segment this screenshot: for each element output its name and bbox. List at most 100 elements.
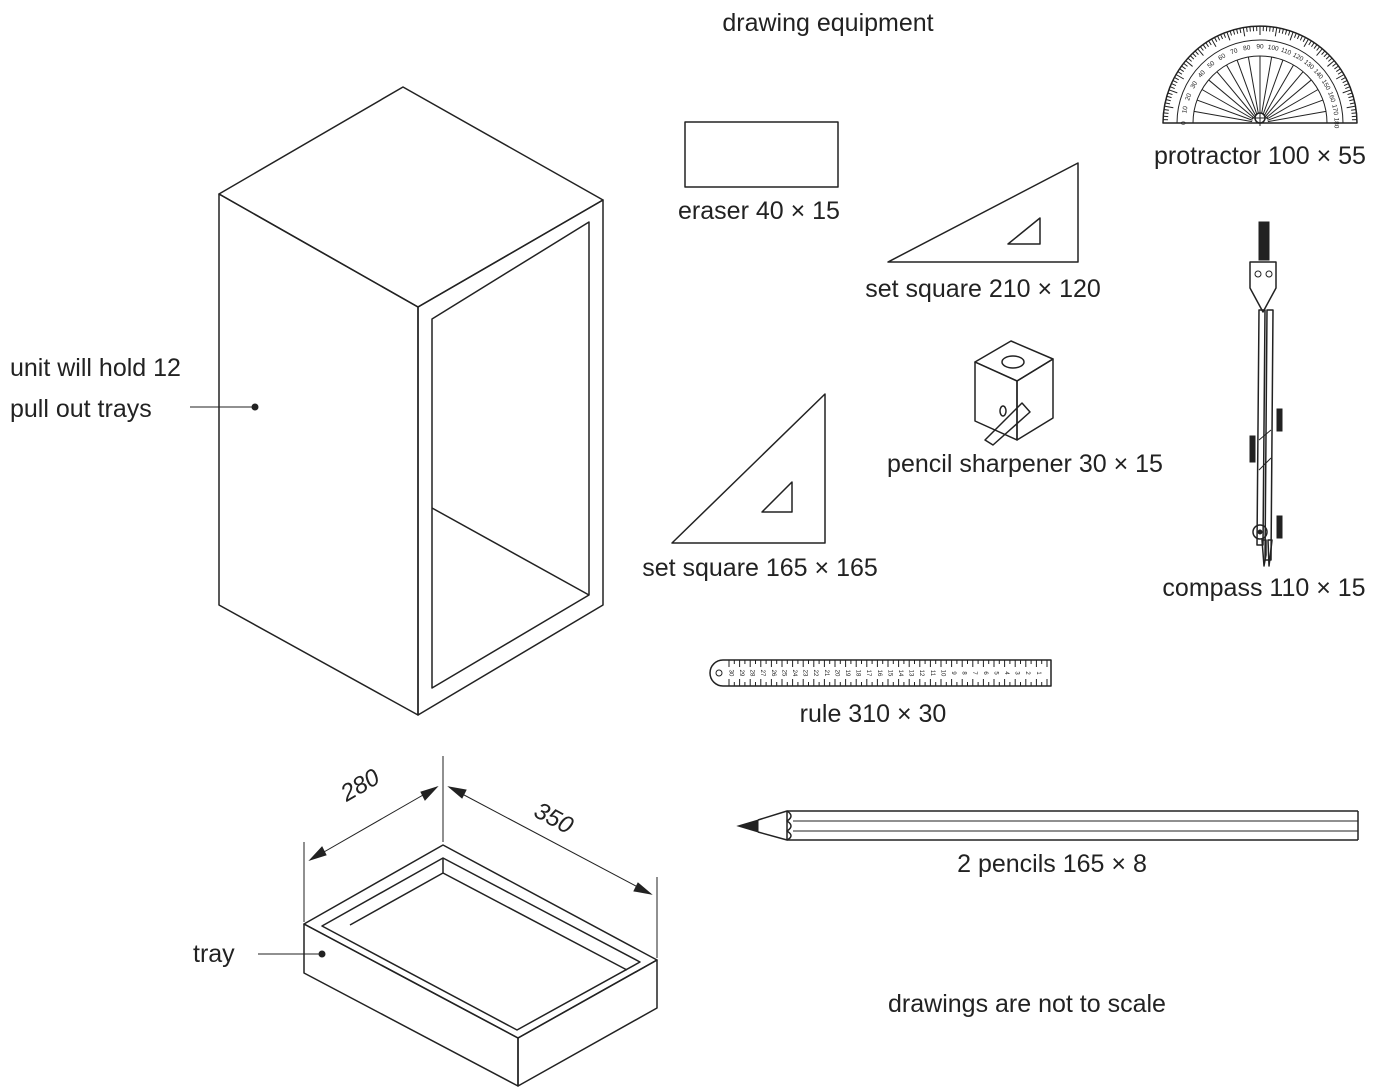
- protractor-tick: [1342, 80, 1348, 84]
- set-square-large-drawing: [887, 162, 1079, 263]
- protractor-tick: [1236, 28, 1239, 34]
- protractor-tick: [1226, 31, 1231, 41]
- protractor-tick: [1172, 80, 1178, 84]
- protractor-tick: [1325, 55, 1331, 60]
- protractor-tick: [1299, 35, 1303, 41]
- protractor-tick: [1205, 42, 1209, 48]
- protractor-tick: [1313, 44, 1318, 49]
- protractor-tick: [1308, 40, 1312, 46]
- rule-scale-label: 15: [886, 670, 892, 677]
- rule-scale-label: 22: [812, 670, 818, 677]
- protractor-tick: [1311, 42, 1315, 48]
- protractor-tick: [1332, 62, 1337, 67]
- protractor-tick: [1194, 50, 1199, 55]
- rule-scale-label: 7: [971, 671, 977, 675]
- protractor-tick: [1343, 83, 1349, 87]
- protractor-scale-label: 150: [1320, 79, 1332, 92]
- protractor-ray: [1193, 110, 1253, 123]
- protractor-scale-label: 10: [1181, 105, 1189, 114]
- rule-scale-label: 10: [939, 670, 945, 677]
- protractor-ray: [1265, 79, 1312, 119]
- rule-scale-label: 20: [833, 670, 839, 677]
- protractor-tick: [1349, 102, 1355, 105]
- protractor-tick: [1179, 68, 1185, 72]
- protractor-tick: [1214, 37, 1218, 43]
- protractor-ray: [1247, 56, 1260, 116]
- rule-scale-label: 11: [929, 670, 935, 677]
- protractor-tick: [1217, 35, 1221, 41]
- protractor-ray: [1196, 99, 1253, 121]
- protractor-scale-label: 30: [1190, 80, 1200, 90]
- protractor-tick: [1335, 74, 1345, 80]
- protractor-tick: [1166, 95, 1172, 99]
- protractor-tick: [1174, 77, 1180, 81]
- rule-scale-label: 4: [1003, 671, 1009, 675]
- protractor-tick: [1211, 38, 1217, 48]
- rule-label: rule 310 × 30: [800, 700, 947, 728]
- protractor-tick: [1232, 29, 1236, 35]
- protractor-tick: [1223, 32, 1226, 38]
- protractor-tick: [1351, 109, 1357, 111]
- eraser-drawing: [684, 121, 839, 188]
- rule-scale-label: 30: [727, 670, 733, 677]
- protractor-tick: [1272, 26, 1274, 32]
- rule-scale-label: 9: [950, 671, 956, 675]
- protractor-tick: [1167, 92, 1173, 96]
- protractor-scale-label: 0: [1181, 121, 1188, 125]
- protractor-tick: [1351, 112, 1357, 114]
- rule-scale-label: 12: [918, 670, 924, 677]
- protractor-tick: [1296, 34, 1300, 40]
- pencil-sharpener-label: pencil sharpener 30 × 15: [887, 450, 1163, 478]
- protractor-tick: [1294, 32, 1297, 38]
- pencil-sharpener-drawing: [974, 340, 1054, 446]
- protractor-tick: [1246, 26, 1248, 32]
- protractor-ray: [1266, 89, 1319, 120]
- protractor-tick: [1239, 28, 1242, 34]
- protractor-tick: [1208, 40, 1212, 46]
- protractor-scale-label: 50: [1206, 60, 1216, 70]
- protractor-ray: [1216, 71, 1256, 118]
- diagram-title: drawing equipment: [722, 9, 933, 37]
- rule-scale-label: 21: [823, 670, 829, 677]
- protractor-tick: [1242, 27, 1246, 37]
- protractor-tick: [1284, 29, 1288, 35]
- protractor-scale-label: 180: [1332, 118, 1339, 129]
- protractor-tick: [1165, 102, 1171, 105]
- not-to-scale-note: drawings are not to scale: [888, 990, 1166, 1018]
- protractor-tick: [1334, 65, 1339, 70]
- protractor-tick: [1340, 77, 1346, 81]
- protractor-ray: [1236, 59, 1258, 116]
- protractor-tick: [1199, 46, 1204, 51]
- tray-width-dimension: 280: [335, 763, 385, 807]
- protractor-tick: [1348, 95, 1354, 99]
- rule-scale-label: 13: [908, 670, 914, 677]
- protractor-tick: [1281, 28, 1284, 34]
- protractor-tick: [1202, 44, 1207, 49]
- unit-label-line1: unit will hold 12: [10, 354, 181, 382]
- protractor-tick: [1328, 57, 1333, 62]
- protractor-tick: [1323, 52, 1328, 58]
- rule-scale-label: 2: [1024, 671, 1030, 675]
- rule-scale-label: 8: [961, 671, 967, 675]
- protractor-tick: [1163, 112, 1169, 114]
- protractor-tick: [1189, 55, 1195, 60]
- protractor-ray: [1208, 79, 1255, 119]
- protractor-tick: [1183, 62, 1188, 67]
- protractor-tick: [1249, 26, 1251, 32]
- protractor-tick: [1220, 34, 1224, 40]
- protractor-tick: [1163, 109, 1169, 111]
- rule-scale-label: 28: [749, 670, 755, 677]
- protractor-tick: [1171, 83, 1177, 87]
- protractor-tick: [1303, 38, 1309, 48]
- protractor-scale-label: 40: [1197, 69, 1207, 79]
- protractor-tick: [1274, 27, 1278, 37]
- protractor-scale-label: 70: [1229, 47, 1239, 56]
- pencils-label: 2 pencils 165 × 8: [957, 850, 1147, 878]
- set-square-small-label: set square 165 × 165: [642, 554, 878, 582]
- protractor-tick: [1269, 26, 1271, 32]
- set-square-small-drawing: [671, 393, 826, 544]
- protractor-scale-label: 120: [1291, 52, 1304, 64]
- protractor-ray: [1260, 56, 1273, 116]
